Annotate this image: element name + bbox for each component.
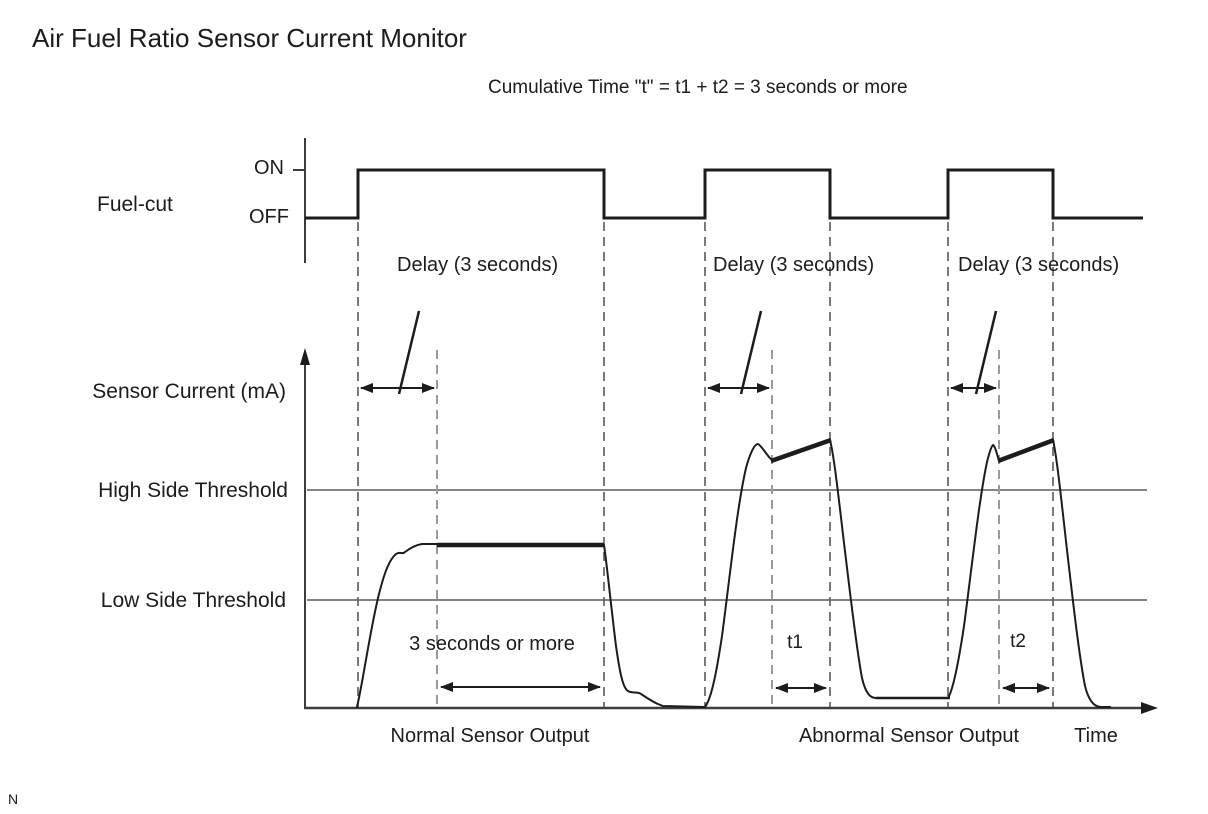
abnormal-sensor-output-label: Abnormal Sensor Output [798,725,1020,747]
abnormal-pulse1-fall [829,439,885,699]
abnormal-pulse2-bold [997,437,1055,464]
off-label: OFF [249,206,289,228]
delay1-leader-line [397,310,421,395]
delay-label-1: Delay (3 seconds) [397,254,559,276]
delay-measure-arrows [360,310,998,395]
abnormal-pulse2-rise [947,443,1000,699]
fuel-cut-edge-dashed-lines [357,222,1054,708]
delay-label-2: Delay (3 seconds) [713,254,875,276]
low-side-threshold-label: Low Side Threshold [100,589,286,612]
abnormal-pulse2-fall [1052,439,1111,708]
delay3-leader-line [974,310,998,395]
page-note: N [8,791,19,807]
duration-arrows [440,682,1050,693]
time-axis-label: Time [1074,725,1118,747]
sensor-current-axis-label: Sensor Current (mA) [92,380,286,403]
on-label: ON [254,157,284,179]
x-axis-arrowhead-icon [1141,702,1158,714]
normal-sensor-output-label: Normal Sensor Output [390,725,590,747]
cumulative-time-note: Cumulative Time "t" = t1 + t2 = 3 second… [488,77,908,98]
diagram-title: Air Fuel Ratio Sensor Current Monitor [32,23,467,53]
delay-label-3: Delay (3 seconds) [958,254,1120,276]
delay2-leader-line [739,310,763,395]
fuel-cut-waveform [305,168,1143,220]
high-side-threshold-label: High Side Threshold [98,479,288,502]
three-seconds-or-more-label: 3 seconds or more [409,633,575,655]
t2-label: t2 [1010,631,1026,652]
y-axis-arrowhead-icon [300,348,310,365]
abnormal-pulse1-rise [704,442,773,708]
normal-output-fall [603,544,706,708]
fuel-cut-label: Fuel-cut [97,193,173,216]
abnormal-pulse1-bold [770,437,832,464]
t1-label: t1 [787,632,803,653]
normal-output-rise [356,543,439,708]
